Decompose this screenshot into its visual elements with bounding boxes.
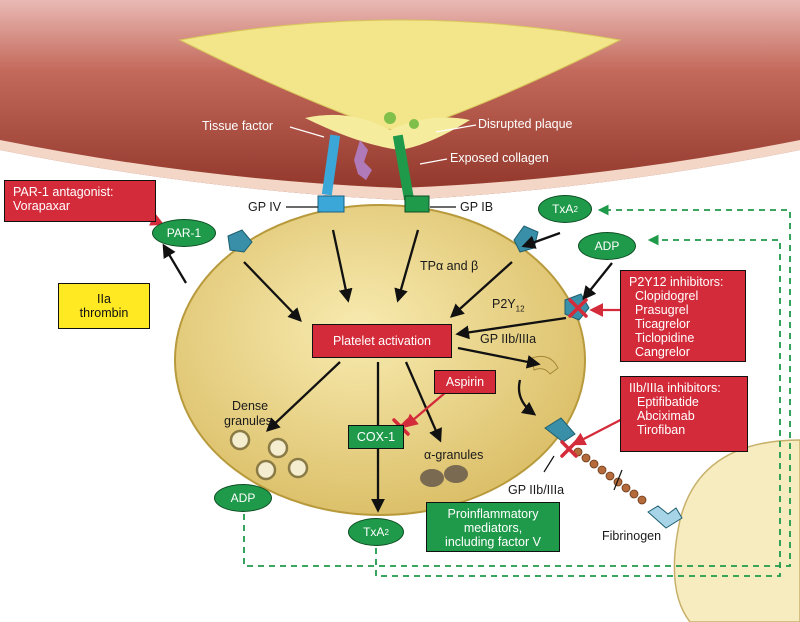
exposed-collagen-label: Exposed collagen xyxy=(450,151,549,165)
par1-pill: PAR-1 xyxy=(152,219,216,247)
gp-iv-receptor xyxy=(317,195,345,213)
p2y12-inhibitors-box: P2Y12 inhibitors: Clopidogrel Prasugrel … xyxy=(620,270,746,362)
aspirin-box: Aspirin xyxy=(434,370,496,394)
neighbour-cell xyxy=(673,439,800,622)
adp-bottom-pill: ADP xyxy=(214,484,272,512)
tissue-factor-stalk xyxy=(321,134,341,196)
gp-iv-label: GP IV xyxy=(248,200,282,214)
disrupted-plaque-label: Disrupted plaque xyxy=(478,117,573,131)
proinflammatory-box: Proinflammatory mediators, including fac… xyxy=(426,502,560,552)
tissue-factor-molecule xyxy=(354,140,372,180)
gp-iib-iiia-top-label: GP IIb/IIIa xyxy=(480,332,537,346)
tp-alpha-beta-label: TPα and β xyxy=(420,259,479,273)
plaque-rupture xyxy=(305,114,470,150)
tissue-factor-label: Tissue factor xyxy=(202,119,274,133)
tp-receptor xyxy=(513,225,539,253)
fibrinogen-chain xyxy=(573,447,647,505)
vessel-intima xyxy=(0,140,800,200)
dense-granules-label-1: Dense xyxy=(232,399,269,413)
p2y12-label: P2Y12 xyxy=(492,297,525,314)
gp-ib-label: GP IB xyxy=(460,200,494,214)
par1-receptor xyxy=(227,229,253,253)
gp-ib-receptor xyxy=(404,195,430,213)
platelet-activation-box: Platelet activation xyxy=(312,324,452,358)
gp-iib-iiia-bottom-label: GP IIb/IIIa xyxy=(508,483,565,497)
dense-granules xyxy=(229,429,309,481)
platelet-cell xyxy=(174,204,586,516)
alpha-granules-label: α-granules xyxy=(424,448,484,462)
fibrinogen-label: Fibrinogen xyxy=(602,529,662,543)
iia-thrombin-box: IIa thrombin xyxy=(58,283,150,329)
cox1-box: COX-1 xyxy=(348,425,404,449)
adp-right-pill: ADP xyxy=(578,232,636,260)
dense-granules-label-2: granules xyxy=(224,414,272,428)
gp-iib-iiia-right xyxy=(647,505,683,529)
iib-iiia-inhibitors-box: IIb/IIIa inhibitors: Eptifibatide Abcixi… xyxy=(620,376,748,452)
collagen-fiber xyxy=(392,134,415,201)
par1-antagonist-box: PAR-1 antagonist: Vorapaxar xyxy=(4,180,156,222)
alpha-granules xyxy=(420,465,468,487)
plaque xyxy=(178,19,622,131)
